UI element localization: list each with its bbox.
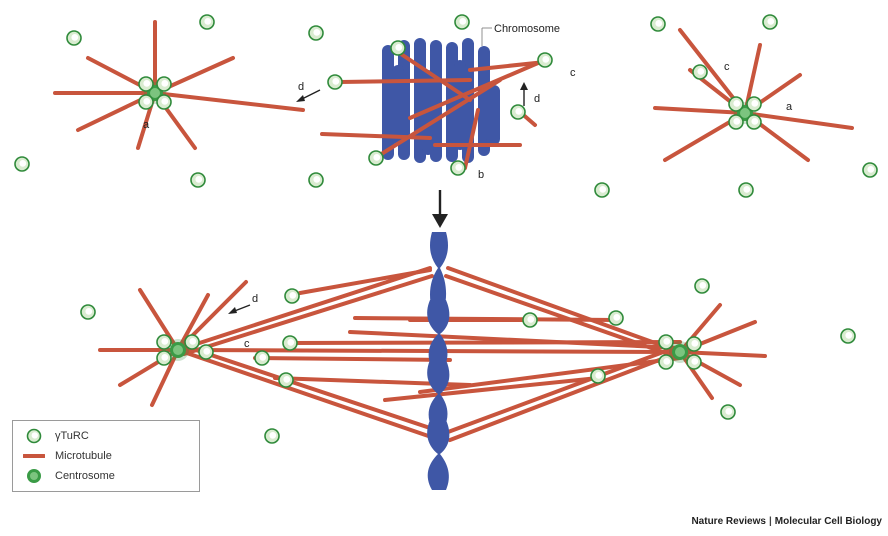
label-b: b (478, 169, 484, 181)
gamma-turc (659, 335, 673, 349)
gamma-turc (139, 95, 153, 109)
journal-subject: Molecular Cell Biology (775, 516, 882, 527)
gamma-turc (841, 329, 855, 343)
gamma-turc (279, 373, 293, 387)
gamma-turc (695, 279, 709, 293)
journal-credit: Nature Reviews |Molecular Cell Biology (691, 516, 882, 527)
legend: γTuRC Microtubule Centrosome (12, 420, 200, 492)
gamma-turc (328, 75, 342, 89)
legend-item-centrosome: Centrosome (23, 467, 115, 485)
gamma-turc (693, 65, 707, 79)
label-d: d (252, 293, 258, 305)
transition-arrow (432, 190, 448, 228)
centrosome-icon (23, 468, 45, 484)
arrow-d-top-left: d (296, 81, 320, 102)
gamma-turc (369, 151, 383, 165)
gamma-turc (67, 31, 81, 45)
label-c: c (570, 67, 576, 79)
gamma-turc (591, 369, 605, 383)
gamma-turc (255, 351, 269, 365)
gamma-turc (455, 15, 469, 29)
arrow-d-top-middle (520, 82, 528, 106)
label-a: a (143, 119, 150, 131)
gamma-turc (283, 336, 297, 350)
gamma-turc (157, 77, 171, 91)
gamma-turc (309, 26, 323, 40)
gamma-turc (609, 311, 623, 325)
gamma-turc (687, 337, 701, 351)
journal-name: Nature Reviews (691, 516, 765, 527)
gamma-turc (729, 115, 743, 129)
gamma-turc (285, 289, 299, 303)
chromosome-callout: Chromosome (482, 23, 560, 46)
chromosome-label: Chromosome (494, 23, 560, 35)
label-c: c (244, 338, 250, 350)
label-d: d (534, 93, 540, 105)
gamma-turc (157, 351, 171, 365)
gamma-turc (157, 335, 171, 349)
legend-label: γTuRC (55, 430, 89, 442)
credit-separator: | (769, 516, 772, 527)
gamma-turc (451, 161, 465, 175)
gamma-turc (747, 115, 761, 129)
gamma-turc (191, 173, 205, 187)
gamma-turc (721, 405, 735, 419)
microtubule (655, 30, 852, 160)
gamma-turc (200, 15, 214, 29)
gamma-turc (538, 53, 552, 67)
gamma-turc (729, 97, 743, 111)
microtubule-icon (23, 448, 45, 464)
gamma-turc-icon (23, 428, 45, 444)
gamma-turc (511, 105, 525, 119)
chromosome-cluster-top: b c d (322, 38, 576, 181)
gamma-turc (199, 345, 213, 359)
gamma-turc (81, 305, 95, 319)
gamma-turc (265, 429, 279, 443)
gamma-turc (595, 183, 609, 197)
gamma-turc (659, 355, 673, 369)
gamma-turc (391, 41, 405, 55)
gamma-turc (687, 355, 701, 369)
gamma-turc (651, 17, 665, 31)
aster-top-right: c a (655, 30, 852, 160)
legend-item-microtubule: Microtubule (23, 447, 112, 465)
aster-top-left: a (55, 22, 303, 148)
gamma-turc (747, 97, 761, 111)
free-gamma-turcs-bottom (81, 279, 855, 443)
gamma-turc (309, 173, 323, 187)
gamma-turc (139, 77, 153, 91)
gamma-turc (157, 95, 171, 109)
gamma-turc (763, 15, 777, 29)
label-a: a (786, 101, 793, 113)
gamma-turc (15, 157, 29, 171)
gamma-turc (863, 163, 877, 177)
legend-label: Centrosome (55, 470, 115, 482)
gamma-turc (739, 183, 753, 197)
microtubule (55, 22, 303, 148)
legend-label: Microtubule (55, 450, 112, 462)
legend-item-gamma-turc: γTuRC (23, 427, 89, 445)
gamma-turc (185, 335, 199, 349)
label-d: d (298, 81, 304, 93)
gamma-turc (523, 313, 537, 327)
label-c: c (724, 61, 730, 73)
